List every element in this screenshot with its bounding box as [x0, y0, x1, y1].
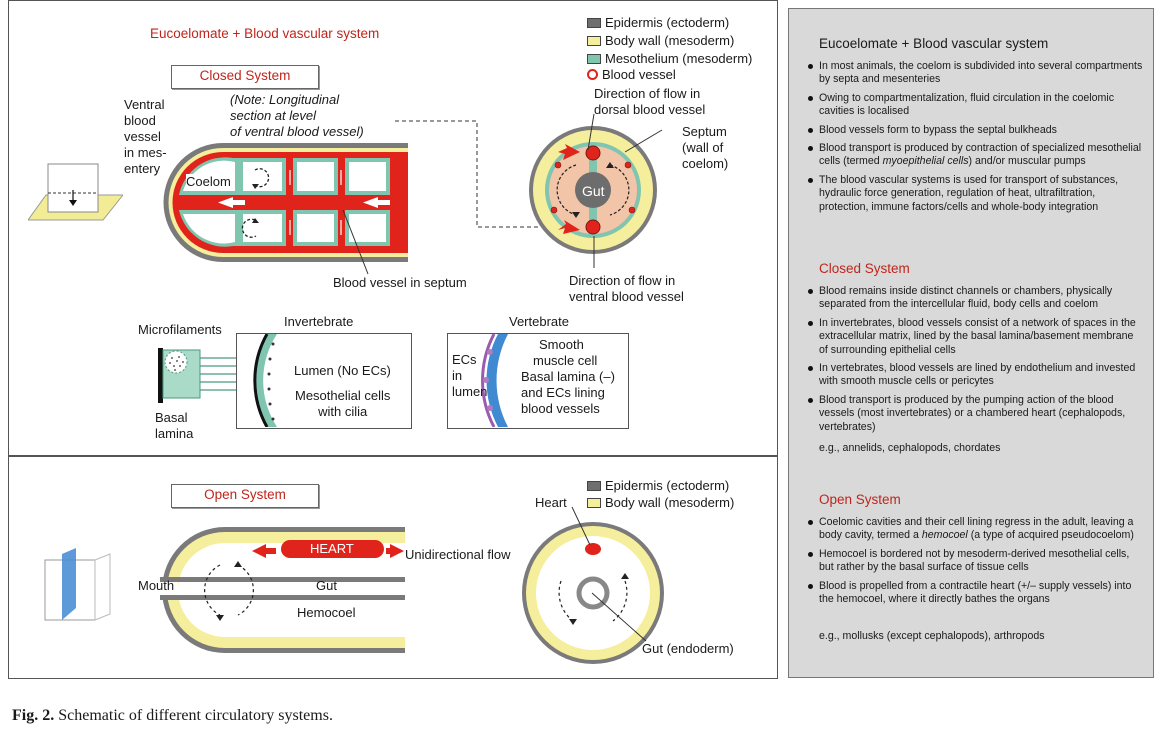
ventral-flow-label: Direction of flow in ventral blood vesse…	[569, 273, 684, 304]
septum-vessel-leader	[342, 209, 369, 275]
invertebrate-vessel-diagram	[237, 334, 277, 427]
list-item: Blood remains inside distinct channels o…	[807, 285, 1145, 312]
mesothelial-cell-icon	[158, 348, 236, 403]
sagittal-plane-icon	[44, 548, 111, 621]
open-bullets: Coelomic cavities and their cell lining …	[807, 516, 1145, 611]
hemocoel-label: Hemocoel	[297, 605, 356, 620]
list-item: Owing to compartmentalization, fluid cir…	[807, 92, 1145, 119]
closed-examples: e.g., annelids, cephalopods, chordates	[819, 442, 1001, 454]
open-legend-body-wall: Body wall (mesoderm)	[587, 495, 734, 511]
unidirectional-label: Unidirectional flow	[405, 547, 511, 562]
closed-system-label: Closed System	[171, 65, 319, 89]
open-examples: e.g., mollusks (except cephalopods), art…	[819, 630, 1045, 642]
open-longitudinal-diagram	[160, 527, 405, 653]
heart-label: Heart	[535, 495, 567, 510]
list-item: Coelomic cavities and their cell lining …	[807, 516, 1145, 543]
legend-blood-vessel: Blood vessel	[587, 67, 676, 83]
section-connector	[395, 120, 550, 228]
open-gut-label: Gut	[316, 578, 337, 593]
list-item: In invertebrates, blood vessels consist …	[807, 317, 1145, 357]
microfilaments-label: Microfilaments	[138, 322, 222, 337]
longitudinal-note: (Note: Longitudinal section at level of …	[230, 92, 364, 139]
ecs-in-lumen-label: ECs in lumen	[452, 352, 488, 399]
invertebrate-title: Invertebrate	[284, 314, 354, 329]
heart-tube-label: HEART	[310, 541, 354, 556]
list-item: Blood is propelled from a contractile he…	[807, 580, 1145, 607]
dorsal-flow-label: Direction of flow in dorsal blood vessel	[594, 86, 706, 117]
cross-section-leaders	[587, 113, 663, 268]
open-section-title: Open System	[819, 492, 901, 507]
legend-body-wall: Body wall (mesoderm)	[587, 33, 734, 49]
lumen-label: Lumen (No ECs)	[294, 363, 391, 378]
list-item: Blood transport is produced by contracti…	[807, 142, 1145, 169]
general-bullets: In most animals, the coelom is subdivide…	[807, 60, 1145, 219]
figure-caption: Fig. 2. Schematic of different circulato…	[12, 707, 333, 724]
vertebrate-title: Vertebrate	[509, 314, 569, 329]
open-system-label: Open System	[171, 484, 319, 508]
basal-lamina-label: Basal lamina	[155, 410, 194, 441]
septum-label: Septum (wall of coelom)	[682, 124, 729, 171]
gut-endoderm-label: Gut (endoderm)	[642, 641, 734, 656]
ventral-vessel-label: Ventral blood vessel in mes- entery	[124, 97, 167, 176]
closed-bullets: Blood remains inside distinct channels o…	[807, 285, 1145, 439]
vertebrate-desc: Smooth muscle cell Basal lamina (–) and …	[521, 337, 615, 416]
open-legend-epidermis: Epidermis (ectoderm)	[587, 478, 729, 494]
list-item: In most animals, the coelom is subdivide…	[807, 60, 1145, 87]
closed-section-title: Closed System	[819, 261, 910, 276]
vertebrate-vessel-diagram	[481, 334, 508, 427]
legend-epidermis: Epidermis (ectoderm)	[587, 15, 729, 31]
open-cross-leaders	[571, 506, 647, 642]
list-item: Blood transport is produced by the pumpi…	[807, 394, 1145, 434]
mouth-label: Mouth	[138, 578, 175, 593]
mesothelial-label: Mesothelial cells with cilia	[295, 388, 391, 419]
list-item: Blood vessels form to bypass the septal …	[807, 124, 1145, 137]
transverse-plane-icon	[28, 163, 123, 221]
closed-panel-title: Eucoelomate + Blood vascular system	[150, 26, 380, 41]
list-item: Hemocoel is bordered not by mesoderm-der…	[807, 548, 1145, 575]
heart-tube	[281, 540, 384, 558]
blood-vessel-septum-label: Blood vessel in septum	[333, 275, 467, 290]
legend-mesothelium: Mesothelium (mesoderm)	[587, 51, 752, 67]
gut-label-closed: Gut	[582, 183, 605, 199]
panel-title: Eucoelomate + Blood vascular system	[819, 36, 1049, 51]
description-panel: Eucoelomate + Blood vascular system In m…	[788, 8, 1154, 678]
open-cross-section-diagram	[522, 522, 664, 664]
list-item: The blood vascular systems is used for t…	[807, 174, 1145, 214]
heart-flow-arrows	[252, 544, 404, 558]
list-item: In vertebrates, blood vessels are lined …	[807, 362, 1145, 389]
coelom-label: Coelom	[186, 174, 231, 190]
closed-cross-section-diagram	[529, 126, 657, 254]
vertebrate-box	[447, 333, 629, 429]
